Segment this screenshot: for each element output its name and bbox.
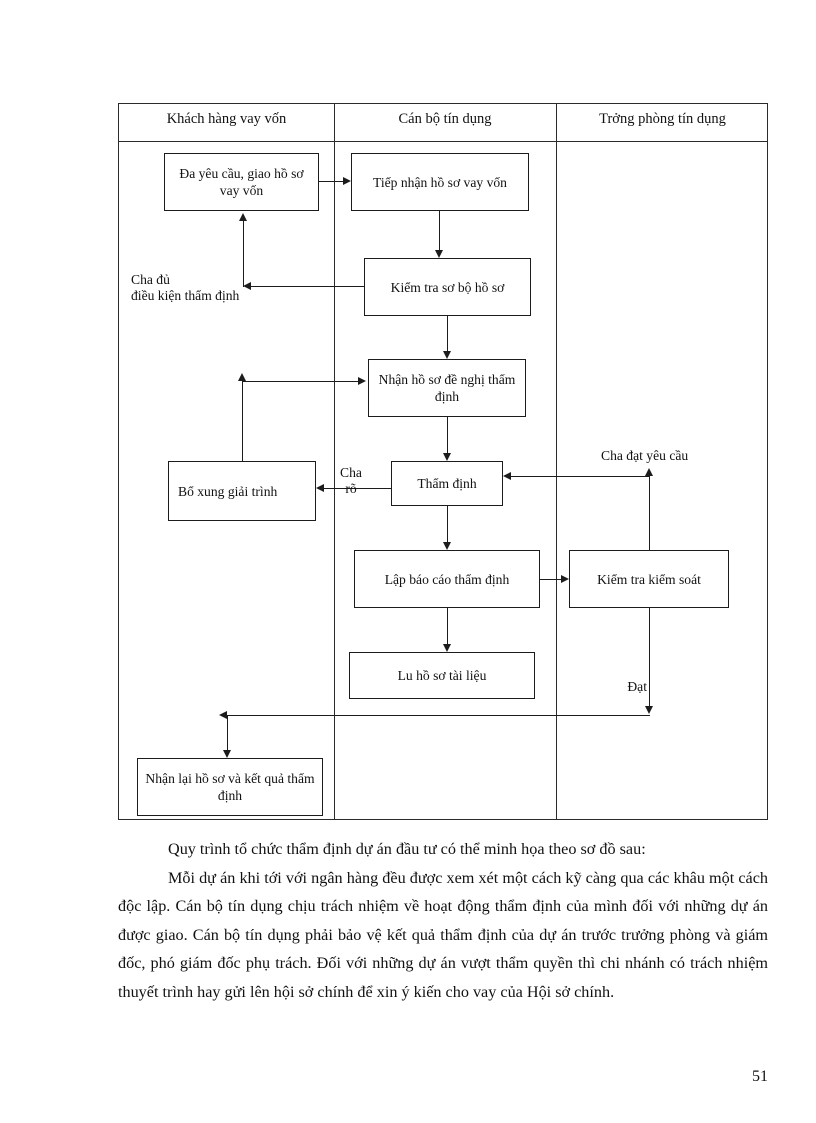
edge-n6-n7 — [447, 506, 449, 542]
page-number: 51 — [752, 1068, 768, 1085]
node-receive-results: Nhận lại hồ sơ và kết quả thẩm định — [137, 758, 323, 816]
edge-n2-n3-arrowhead-icon — [434, 250, 443, 258]
edge-n8-n10-vertical-right — [649, 608, 651, 706]
edge-n8-n6-vertical — [649, 476, 651, 550]
edge-n3-n1-vertical — [243, 221, 245, 287]
column-header-credit-officer: Cán bộ tín dụng — [398, 111, 492, 127]
edge-n8-n10-left-arrowhead-icon — [219, 710, 227, 719]
node-receive-loan-file: Tiếp nhận hồ sơ vay vốn — [351, 153, 529, 211]
edge-label-unclear: Cha rõ — [340, 465, 362, 496]
node-submit-loan-request: Đa yêu cầu, giao hồ sơ vay vốn — [164, 153, 319, 211]
edge-n6-n7-arrowhead-icon — [442, 542, 451, 550]
node-supplement-explanation: Bổ xung giải trình — [168, 461, 316, 521]
edge-n7-n8 — [540, 579, 561, 581]
edge-label-not-satisfactory: Cha đạt yêu cầu — [601, 448, 689, 463]
edge-n3-n4 — [447, 316, 449, 351]
edge-n5-n4-right-arrowhead-icon — [358, 376, 366, 385]
edge-n8-n10-vertical-left — [227, 715, 229, 750]
node-preliminary-check: Kiểm tra sơ bộ hồ sơ — [364, 258, 531, 316]
edge-n2-n3 — [439, 211, 441, 250]
edge-n7-n8-arrowhead-icon — [561, 574, 569, 583]
edge-n4-n6-arrowhead-icon — [442, 453, 451, 461]
main-paragraph: Mỗi dự án khi tới với ngân hàng đều được… — [118, 868, 768, 1001]
edge-n1-n2 — [319, 181, 343, 183]
edge-n6-n5-arrowhead-icon — [316, 483, 324, 492]
node-receive-appraisal-request: Nhận hồ sơ đề nghị thẩm định — [368, 359, 526, 417]
header-divider — [119, 141, 767, 142]
edge-n3-n1-arrowhead-icon — [243, 281, 251, 290]
process-flowchart: Khách hàng vay vốn Cán bộ tín dụng Trởng… — [118, 103, 768, 820]
edge-label-satisfactory: Đạt — [627, 679, 647, 694]
column-header-department-head: Trởng phòng tín dụng — [599, 111, 726, 127]
edge-n5-n4-up-arrowhead-icon — [238, 373, 246, 381]
column-header-customer: Khách hàng vay vốn — [166, 111, 287, 127]
node-appraisal: Thẩm định — [391, 461, 503, 506]
body-text: Quy trình tổ chức thẩm định dự án đầu tư… — [118, 835, 768, 1006]
edge-label-insufficient-conditions: Cha đủ điều kiện thẩm định — [131, 272, 240, 303]
node-archive-documents: Lu hồ sơ tài liệu — [349, 652, 535, 699]
edge-n8-n10-horizontal — [227, 715, 650, 717]
edge-n10-down-arrowhead-icon — [222, 750, 231, 758]
edge-n3-n4-arrowhead-icon — [442, 351, 451, 359]
edge-n5-n4-horizontal — [242, 381, 358, 383]
node-prepare-appraisal-report: Lập báo cáo thẩm định — [354, 550, 540, 608]
edge-n3-n1-horizontal — [251, 286, 364, 288]
edge-n4-n6 — [447, 417, 449, 453]
column-divider-1 — [334, 104, 335, 819]
edge-n7-n9-arrowhead-icon — [442, 644, 451, 652]
edge-n1-n2-arrowhead-icon — [343, 176, 351, 185]
edge-n8-n10-down-arrowhead-icon — [645, 706, 653, 714]
column-divider-2 — [556, 104, 557, 819]
edge-n7-n9 — [447, 608, 449, 644]
edge-n6-n5 — [324, 488, 391, 490]
edge-n8-n6-up-arrowhead-icon — [645, 468, 653, 476]
edge-n3-n1-up-arrowhead-icon — [239, 213, 247, 221]
edge-n8-n6-left-arrowhead-icon — [503, 471, 511, 480]
edge-n8-n6-horizontal — [511, 476, 650, 478]
node-inspection-control: Kiểm tra kiểm soát — [569, 550, 729, 608]
lead-paragraph: Quy trình tổ chức thẩm định dự án đầu tư… — [168, 840, 646, 858]
edge-n5-n4-vertical — [242, 381, 244, 463]
